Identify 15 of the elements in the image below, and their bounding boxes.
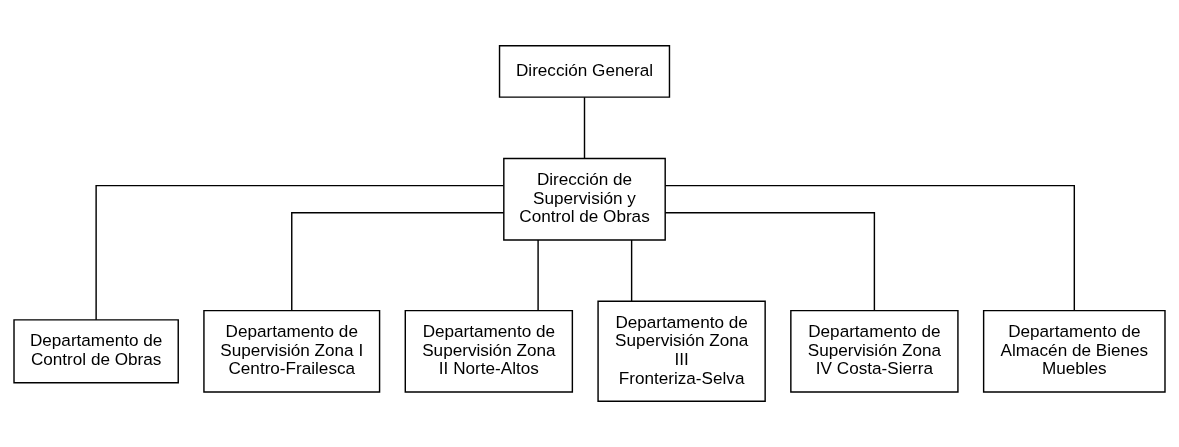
node-box: Departamento de Control de Obras	[13, 319, 179, 384]
connector	[291, 212, 505, 312]
connector	[664, 212, 876, 312]
node-box: Dirección de Supervisión y Control de Obras	[503, 157, 666, 241]
node-box: Departamento de Supervisión Zona IV Costa-Sierra	[790, 309, 959, 393]
connector	[630, 239, 633, 302]
connector	[95, 184, 504, 321]
connector	[664, 184, 1076, 312]
node-box: Departamento de Almacén de Bienes Muebles	[982, 309, 1166, 393]
node-box: Departamento de Supervisión Zona I Centro-Frailesca	[203, 309, 381, 393]
node-box: Dirección General	[498, 45, 671, 98]
node-box: Departamento de Supervisión Zona II Norte-Altos	[404, 309, 574, 393]
connector	[583, 96, 586, 159]
connector	[537, 239, 539, 312]
node-box: Departamento de Supervisión Zona III Fronteriza-Selva	[597, 300, 766, 402]
